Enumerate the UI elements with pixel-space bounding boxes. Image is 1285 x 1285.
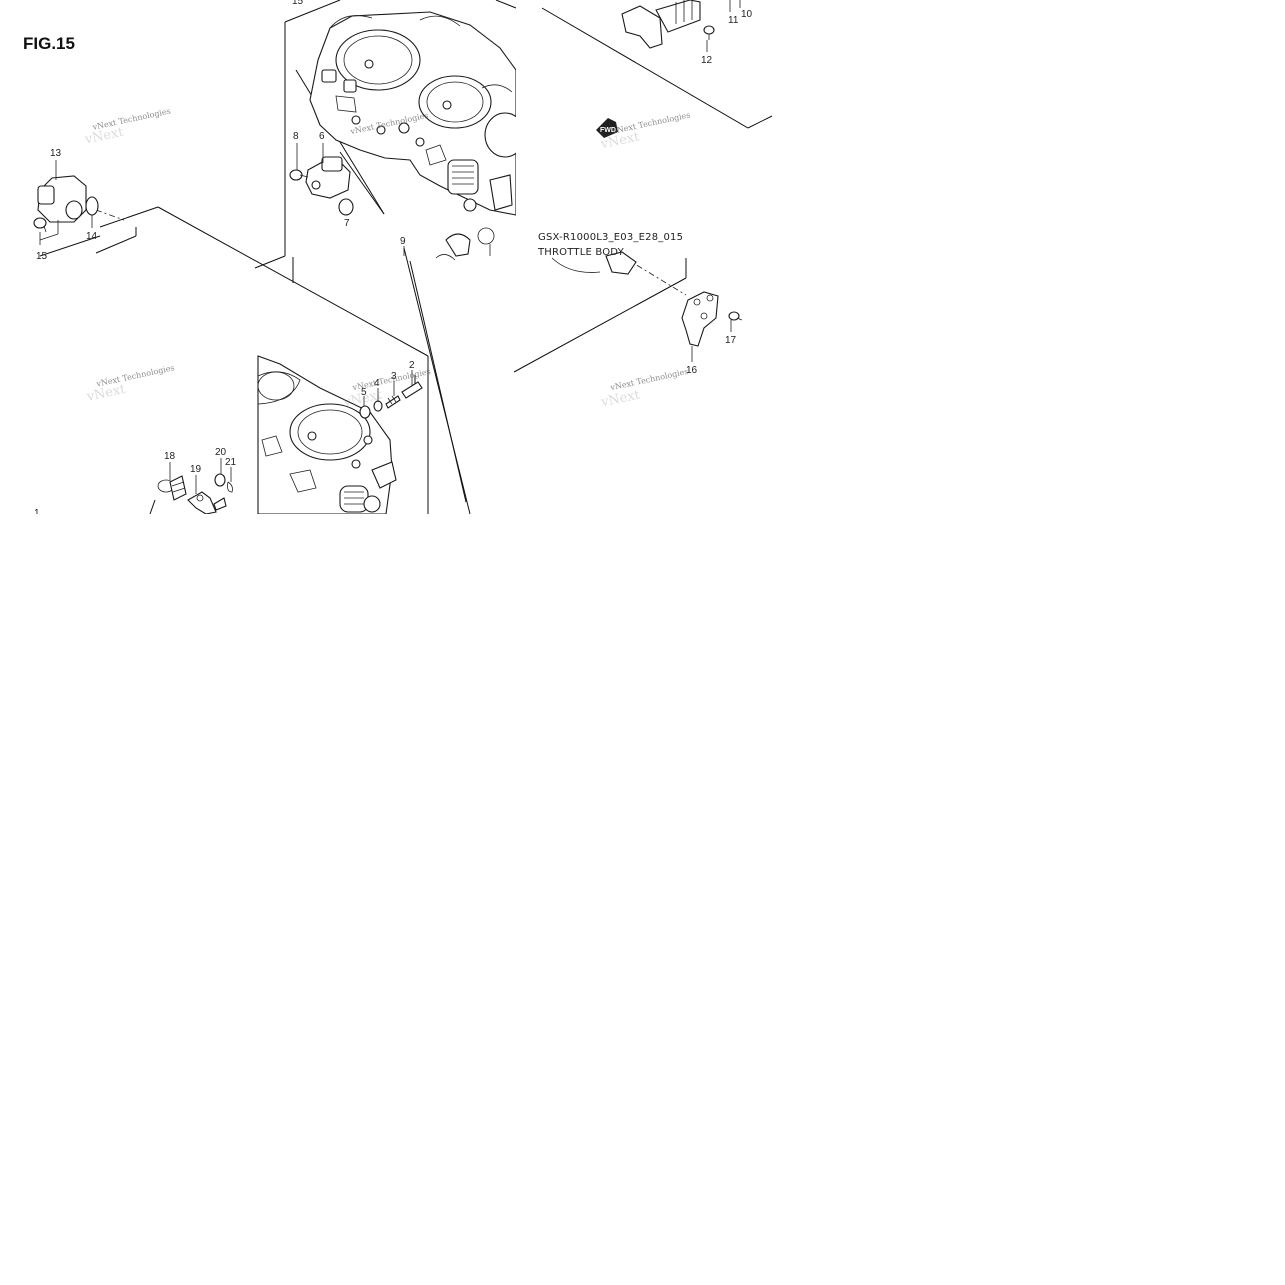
screw-assembly [359,381,423,419]
figure-name: THROTTLE BODY [537,247,625,258]
part-number-20: 20 [215,447,227,458]
part-number-8: 8 [293,131,299,142]
part-number-labels: 15 8 6 7 9 13 14 15 10 11 12 17 16 2 3 4… [34,0,753,519]
clip-9 [435,227,637,275]
watermark-text: vNext Technologies [95,363,176,389]
lever-assembly [157,473,233,515]
upper-throttle-body [309,11,526,216]
part-number-9: 9 [400,236,406,247]
part-number-10: 10 [741,9,753,20]
figure-code: GSX-R1000L3_E03_E28_015 [538,232,683,243]
part-number-6: 6 [319,131,325,142]
part-number-3: 3 [391,371,397,382]
part-number-16: 16 [686,365,698,376]
bracket-16 [681,291,743,347]
part-number-15-top: 15 [292,0,304,7]
part-number-5: 5 [361,387,367,398]
lower-throttle-body [257,355,397,515]
part-number-19: 19 [190,464,202,475]
sensor-13 [33,175,99,233]
part-number-13: 13 [50,148,62,159]
fwd-arrow: FWD [596,118,618,138]
tps-sensor [289,156,354,216]
connection-lines [95,209,687,296]
part-number-4: 4 [374,378,380,389]
part-number-11: 11 [728,15,739,26]
crop-mask [516,0,536,232]
leader-lines [39,0,741,494]
part-number-17: 17 [725,335,737,346]
part-number-21: 21 [225,457,237,468]
part-number-1: 1 [34,508,40,519]
watermark-text: vNext Technologies [609,367,690,393]
watermark-text: vNext Technologies [91,106,172,132]
blank-area [0,514,1285,1285]
part-number-18: 18 [164,451,176,462]
figure-title: FIG.15 [23,34,75,53]
watermark-text: vNext Technologies [611,110,692,136]
part-number-12: 12 [701,55,713,66]
fwd-label: FWD [600,127,616,134]
sensor-10-11 [621,0,715,49]
part-number-14: 14 [86,231,98,242]
part-number-2: 2 [409,360,415,371]
part-number-7: 7 [344,218,350,229]
watermark-big: vNext [599,387,642,410]
part-number-15: 15 [36,251,48,262]
